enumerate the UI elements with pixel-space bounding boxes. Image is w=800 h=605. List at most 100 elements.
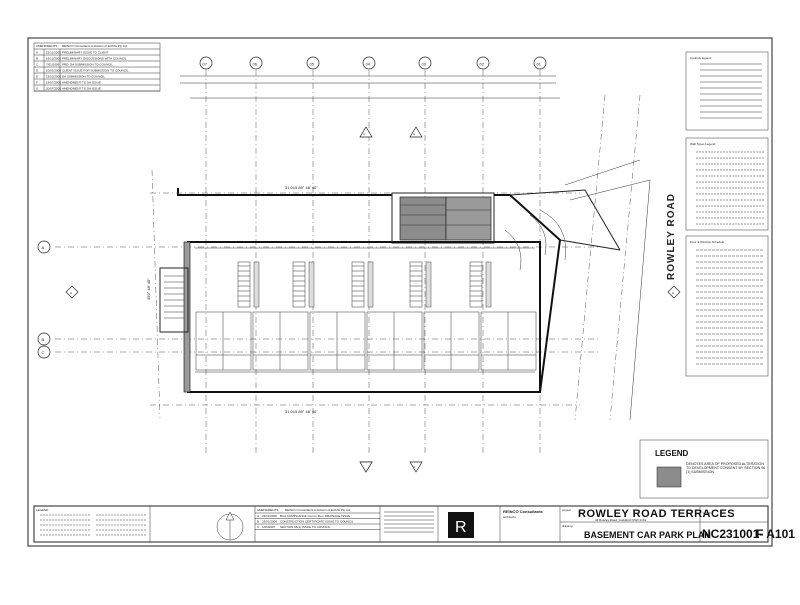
wall-types-title: Wall Types Legend [690,142,716,146]
section-marker-right: A [667,285,681,299]
amend-date: 22/11/2005 [46,51,61,55]
symbols-legend-title: symbols legend [690,56,711,60]
firm-name: REINCO Consultants [503,509,544,514]
grid-row-label: B [42,337,45,342]
section-markers: A A A A A C [65,126,681,473]
car-bay [309,311,366,371]
grid-bubble [249,56,263,70]
door-window-schedule-title: Door & Window Schedule [690,240,725,244]
amend-rev: F [36,81,38,85]
amend-date: 13/02/2006 [46,75,61,79]
car-bay [423,311,480,371]
grid-column-label: 03 [422,62,427,67]
amend-rev: D [36,69,39,73]
amend-rev: C [36,63,39,67]
grid-bubble [199,56,213,70]
legend-box: LEGEND DENOTES AREA OF PROPOSED ALTERATI… [639,439,769,499]
amend-text: DA SUBMISSION TO COUNCIL [62,75,105,79]
grid-column-label: 06 [253,62,258,67]
amend-date: 16/12/2005 [46,57,61,61]
amend-text: CLIENT ISSUE FOR SUBMISSION TO COUNCIL [62,69,129,73]
amend-date: 7/01/2006 [46,63,60,67]
svg-text:A: A [672,291,674,295]
amendments-table-top: AMENDMENTS REINCO Consultants A division… [33,42,161,92]
general-notes [384,511,434,533]
site-boundary [150,94,641,421]
grid-column-label: 04 [366,62,371,67]
sheet-border [27,37,773,547]
section-marker-left: A [65,285,79,299]
tb-amend-date: 22/11/2006 [262,514,277,518]
section-marker-lower-c2: C [409,461,423,473]
firm-logo-letter: R [455,519,467,536]
grid-rows: A B C [37,240,600,359]
right-legend-panel: symbols legend Wall Types Legend Door & … [685,51,769,377]
top-dimension-string [180,75,560,99]
revision-letter: F [756,527,763,541]
svg-text:C: C [413,465,416,469]
drawing-number: NC231001- A101 [702,527,795,541]
amend-text: AMENDMENT TO DA ISSUE [62,81,101,85]
project-address: 44 Rowley Road, Guildford NSW 2161 [595,518,647,522]
grid-bubble [306,56,320,70]
legend-title: LEGEND [655,449,689,458]
grid-bubble [476,56,490,70]
tb-amend-text: BCA COMPLIANCE Comm. Dev. DRAINAGE ISSUE [280,514,350,518]
tb-amend-rev: A [257,514,259,518]
grid-bubble [37,240,51,254]
amend-text: PRELIMINARY DISCUSSIONS WITH COUNCIL [62,57,127,61]
amend-rev: E [36,75,38,79]
tb-legend-label: LEGEND [36,508,49,512]
road-label: ROWLEY ROAD [666,193,677,280]
amend-text: PRELIMINARY ISSUE TO CLIENT [62,51,109,55]
section-marker-top: A [359,126,373,138]
top-bearing: 31.015 89° 48' 40" [285,185,318,190]
internal-stair-cores [237,261,492,308]
project-title: ROWLEY ROAD TERRACES [578,508,735,520]
legend-swatch [656,466,682,488]
tb-amend-text: SECTION 96(1) ISSUE TO COUNCIL [280,525,331,529]
grid-column-label: 02 [480,62,485,67]
amend-rev: G [36,87,39,91]
title-block: LEGEND AMENDMENTS REINCO Consultants A d… [33,505,795,543]
amend-rev: A [36,51,38,55]
car-bay [195,311,252,371]
bottom-bearing: 31.015 89° 48' 40" [285,409,318,414]
side-bearing: 359° 48' 40" [146,278,151,300]
driveway-ramp [494,159,651,393]
scale: 1:100 [703,511,711,515]
grid-bubble [362,56,376,70]
grid-row-label: C [42,350,45,355]
amendments-firm: REINCO Consultants A division of EVATA P… [62,44,127,48]
svg-text:A: A [70,291,72,295]
left-stair [164,275,184,319]
section-marker-upper-ramp: A [409,126,423,138]
drawing-title: BASEMENT CAR PARK PLAN [584,530,711,540]
grid-bubble [418,56,432,70]
grid-bubble [37,332,51,346]
legend-text: DENOTES AREA OF PROPOSED ALTERATION TO D… [686,462,766,475]
project-label: project [562,508,571,512]
basement-walls [159,241,541,393]
amend-date: 10/01/2006 [46,69,61,73]
amend-date: 20/07/2006 [46,87,61,91]
amend-text: PRE- DA SUBMISSION TO COUNCIL [62,63,113,67]
tb-amend-date: 23/01/2006 [262,520,277,524]
firm-sub: architects [503,515,516,519]
grid-column-label: 07 [203,62,208,67]
firm-logo [448,512,474,538]
svg-text:A: A [363,132,365,136]
amend-date: 19/07/2006 [46,81,61,85]
section-marker-lower-c1 [359,461,373,473]
amend-rev: B [36,57,38,61]
drawing-label: drawing [562,524,573,528]
grid-column-label: 01 [537,62,542,67]
car-bay [366,311,423,371]
amendments-header: AMENDMENTS [36,44,57,48]
tb-amend-date: 1/05/2007 [262,525,276,529]
north-arrow-icon [216,511,244,541]
amend-text: AMENDMENT TO DA ISSUE [62,87,101,91]
